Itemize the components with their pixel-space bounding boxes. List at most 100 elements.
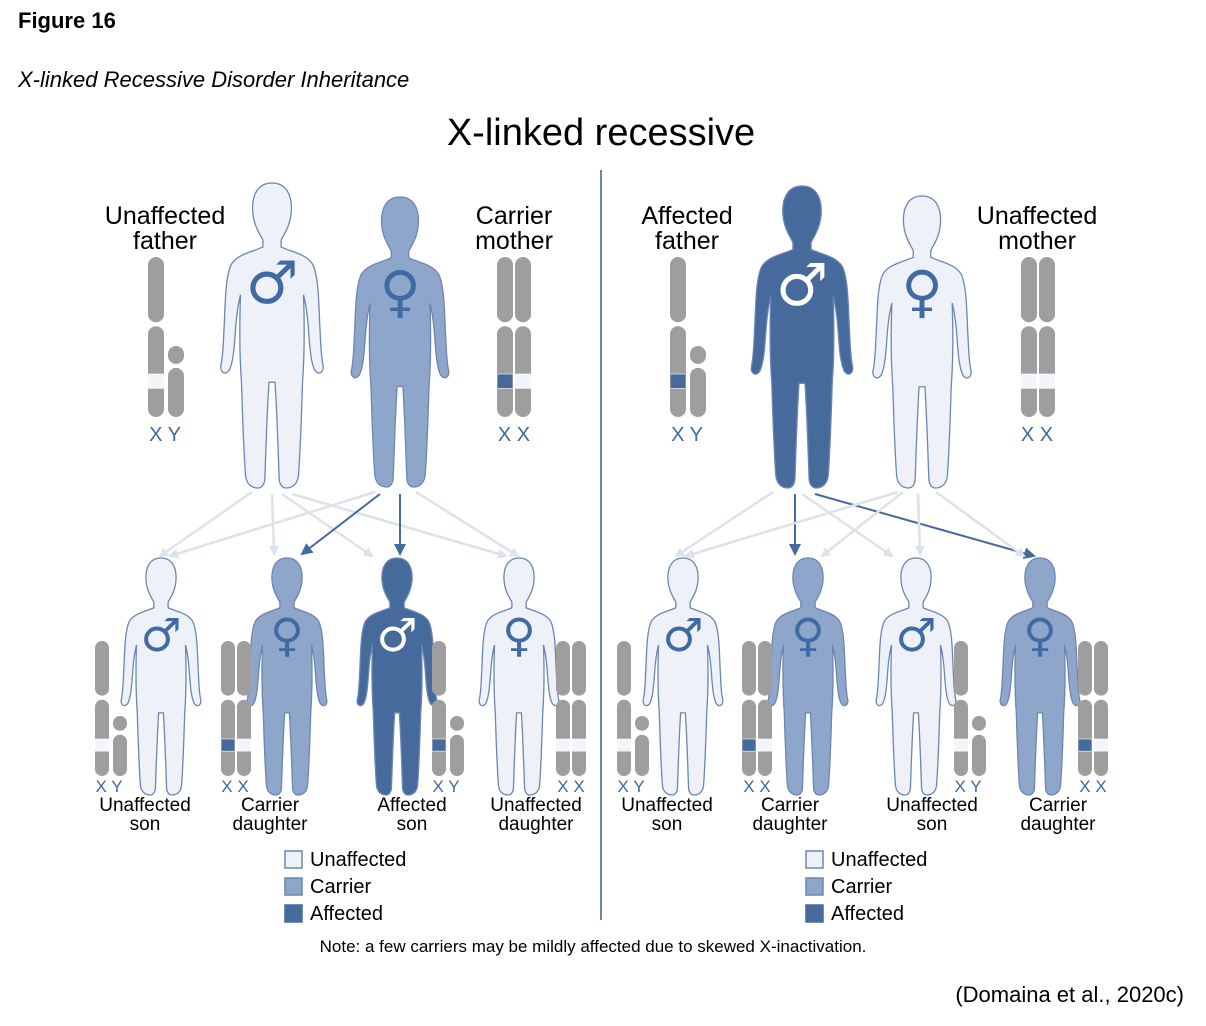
right-child-2-label-line1: Carrier (761, 795, 820, 816)
male-symbol-icon: ♂ (376, 608, 417, 662)
right-father-figure-body (750, 185, 854, 489)
left-mother-x2-chromosome (514, 257, 532, 417)
arrow (168, 490, 376, 559)
male-symbol-icon: ♂ (246, 248, 299, 317)
right-child-2-x1-chromosome (741, 641, 757, 776)
legend-unaffected-label: Unaffected (831, 849, 927, 871)
arrow (814, 493, 1036, 560)
left-child-3-chromosome-label: X Y (432, 777, 459, 796)
right-father-y-chromosome (690, 346, 706, 417)
right-child-1-y-chromosome (635, 716, 649, 776)
left-child-1-chromosome-label: X Y (95, 777, 122, 796)
right-mother-chromosome-label: X X (1021, 424, 1053, 446)
left-child-2-x2-chromosome (236, 641, 252, 776)
legend-unaffected-swatch (284, 850, 303, 869)
legend-right: Unaffected Carrier Affected (805, 849, 927, 925)
right-father-label-line2: father (655, 227, 719, 255)
arrow (935, 490, 1026, 558)
left-child-2-chromosome-label: X X (221, 777, 248, 796)
right-child-3-y-chromosome (972, 716, 986, 776)
chromosomes (94, 257, 1109, 776)
legend-carrier-swatch (284, 877, 303, 896)
legend-carrier-label: Carrier (310, 876, 371, 898)
left-mother-label-line2: mother (475, 227, 553, 255)
left-child-1-y-chromosome (113, 716, 127, 776)
left-child-3-y-chromosome (450, 716, 464, 776)
legend-affected-label: Affected (831, 903, 904, 925)
source-citation: (Domaina et al., 2020c) (955, 982, 1184, 1007)
female-symbol-icon: ♀ (1023, 608, 1057, 662)
arrow (914, 493, 925, 556)
left-child-4-figure: ♀ (478, 557, 560, 796)
left-father-label-line2: father (133, 227, 197, 255)
right-child-3-label-line1: Unaffected (886, 795, 978, 816)
legend-affected-swatch (805, 904, 824, 923)
right-mother-x2-chromosome (1038, 257, 1056, 417)
left-child-4-x2-chromosome (571, 641, 587, 776)
legend-unaffected-label: Unaffected (310, 849, 406, 871)
right-child-2-x2-chromosome (757, 641, 773, 776)
male-symbol-icon: ♂ (140, 608, 181, 662)
left-child-3-figure-body (356, 557, 438, 796)
left-father-x-chromosome (147, 257, 165, 417)
left-mother-figure-body (350, 196, 450, 488)
left-child-3-figure: ♂ (356, 557, 438, 796)
left-child-3-x-chromosome (431, 641, 447, 776)
right-child-1-label-line1: Unaffected (621, 795, 713, 816)
male-symbol-icon: ♂ (895, 608, 936, 662)
left-father-chromosome-label: X Y (149, 424, 181, 446)
legend-unaffected-swatch (805, 850, 824, 869)
left-child-1-label-line2: son (130, 814, 161, 835)
right-child-1-figure: ♂ (642, 557, 724, 796)
arrow (281, 492, 374, 558)
diagram-title: X-linked recessive (447, 112, 755, 154)
right-child-3-label-line2: son (917, 814, 948, 835)
left-child-4-label-line2: daughter (498, 814, 574, 835)
inheritance-arrows (158, 490, 1036, 560)
right-father-x-chromosome (669, 257, 687, 417)
left-child-3-label-line2: son (397, 814, 428, 835)
right-child-3-figure-body (875, 557, 957, 796)
female-symbol-icon: ♀ (270, 608, 304, 662)
left-father-y-chromosome (168, 346, 184, 417)
note-text: Note: a few carriers may be mildly affec… (320, 937, 867, 956)
female-symbol-icon: ♀ (791, 608, 825, 662)
right-child-4-x2-chromosome (1093, 641, 1109, 776)
left-mother-figure: ♀ (350, 196, 450, 488)
left-father-figure: ♂ (220, 182, 324, 489)
right-mother-figure-body (872, 195, 972, 489)
arrow (300, 493, 381, 556)
left-child-1-x-chromosome (94, 641, 110, 776)
right-child-3-x-chromosome (953, 641, 969, 776)
left-father-label-line1: Unaffected (105, 202, 225, 230)
female-symbol-icon: ♀ (379, 260, 420, 325)
left-child-4-x1-chromosome (555, 641, 571, 776)
legend-carrier-swatch (805, 877, 824, 896)
right-child-4-chromosome-label: X X (1079, 777, 1106, 796)
left-child-1-label-line1: Unaffected (99, 795, 191, 816)
left-child-2-label-line1: Carrier (241, 795, 300, 816)
right-mother-label-line2: mother (998, 227, 1076, 255)
arrow (415, 490, 520, 558)
right-child-1-label-line2: son (652, 814, 683, 835)
left-mother-x1-chromosome (496, 257, 514, 417)
female-symbol-icon: ♀ (901, 260, 942, 325)
female-symbol-icon: ♀ (502, 608, 536, 662)
right-child-3-chromosome-label: X Y (954, 777, 981, 796)
legend-carrier-label: Carrier (831, 876, 892, 898)
arrow (801, 492, 894, 558)
right-child-1-x-chromosome (616, 641, 632, 776)
left-child-4-figure-body (478, 557, 560, 796)
right-child-4-figure: ♀ (999, 557, 1081, 796)
left-child-2-figure-body (246, 557, 328, 796)
right-mother-figure: ♀ (872, 195, 972, 489)
right-child-4-figure-body (999, 557, 1081, 796)
left-child-2-x1-chromosome (220, 641, 236, 776)
left-child-3-label-line1: Affected (377, 795, 446, 816)
right-father-figure: ♂ (750, 185, 854, 489)
arrow (820, 491, 904, 558)
figure-label: Figure 16 (18, 8, 116, 33)
left-mother-label-line1: Carrier (476, 202, 552, 230)
right-child-4-label-line1: Carrier (1029, 795, 1088, 816)
right-child-2-figure-body (767, 557, 849, 796)
